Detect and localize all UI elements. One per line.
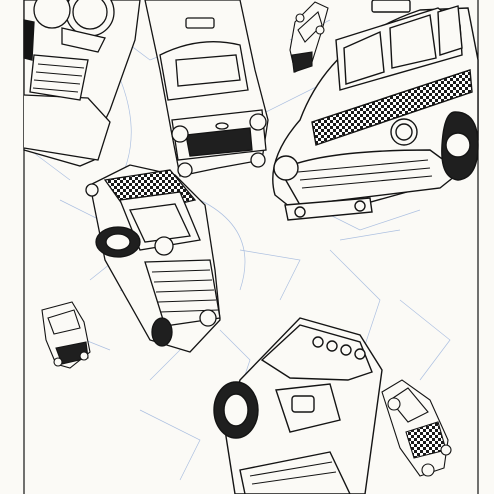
taxi-small-bottom-right <box>381 379 452 477</box>
taxi-bottom-center <box>213 317 383 494</box>
taxi-middle-left <box>85 164 221 353</box>
taxi-top-left <box>23 0 141 167</box>
taxi-large-right <box>272 0 479 221</box>
taxi-small-left <box>41 301 91 369</box>
taxi-small-top <box>289 1 329 73</box>
taxi-top-middle <box>144 0 269 178</box>
